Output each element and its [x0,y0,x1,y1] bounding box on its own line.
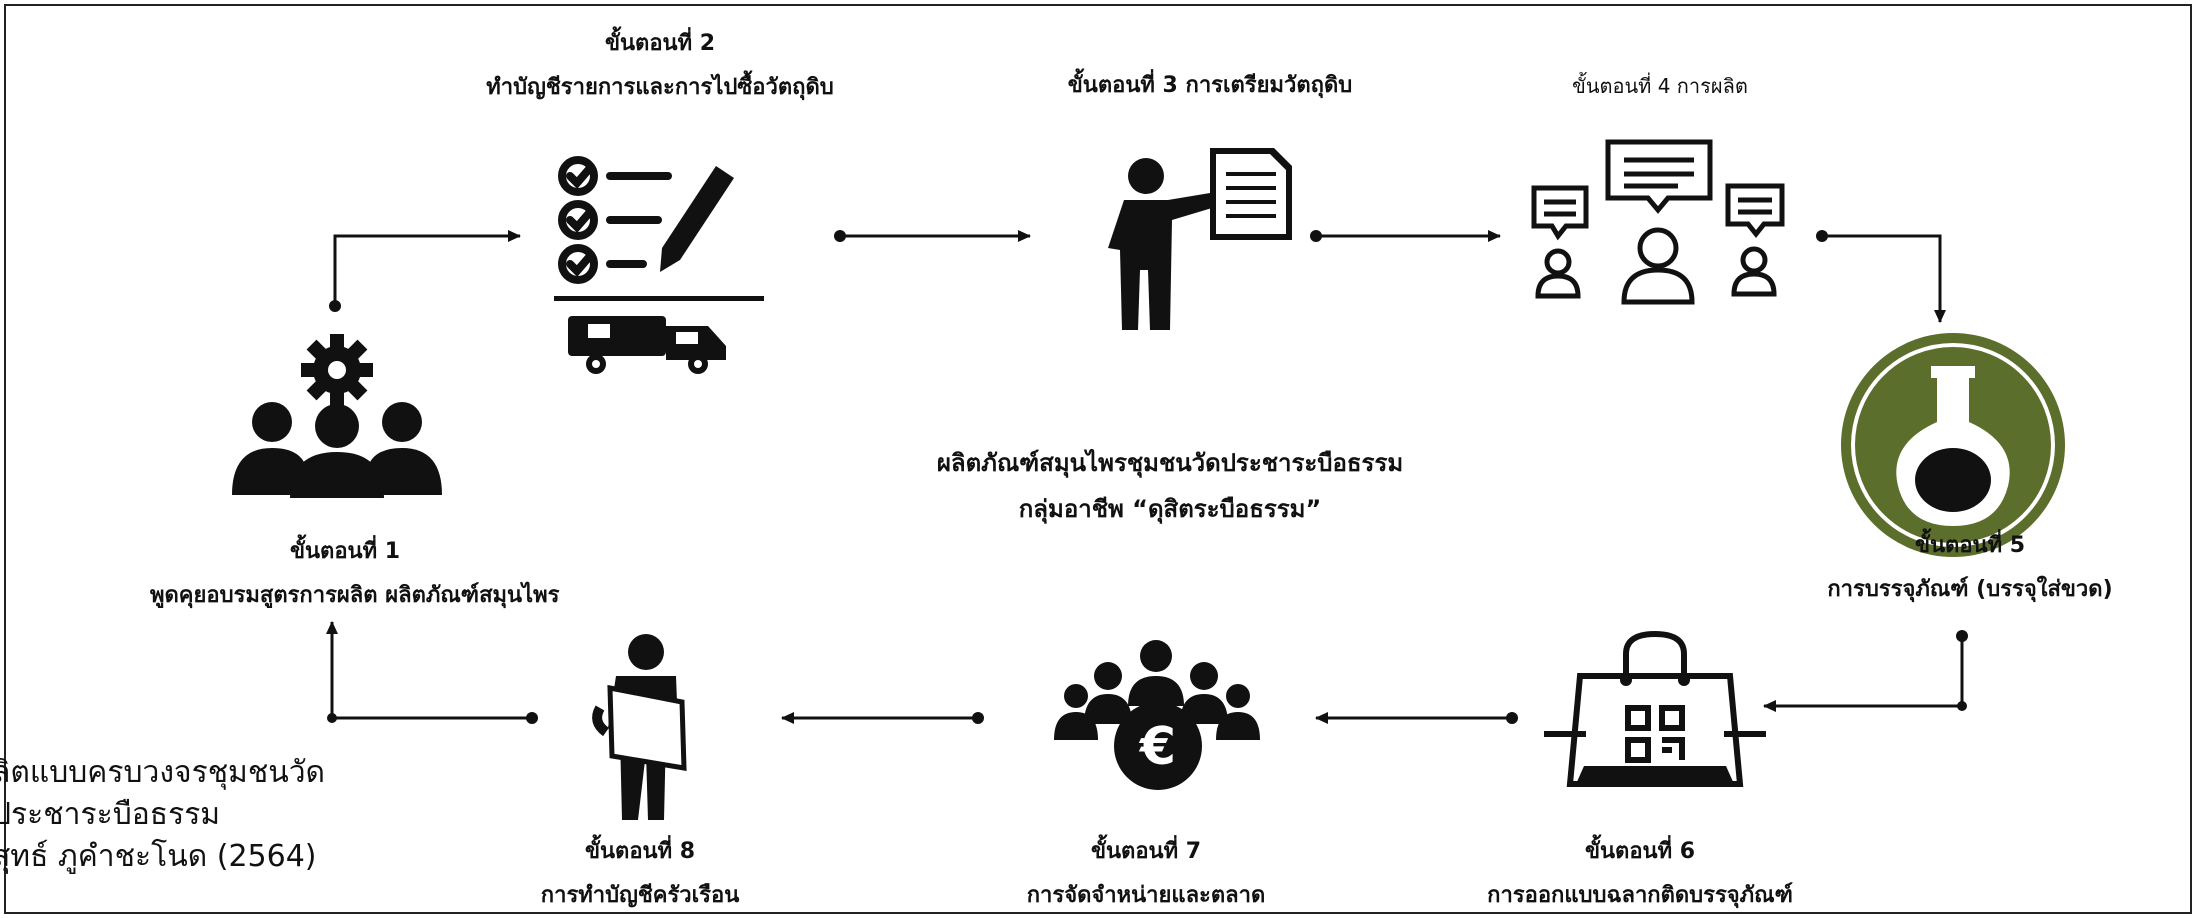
svg-text:€: € [1139,717,1176,777]
arrow-5-to-6 [1763,636,1964,712]
caption-line1: ลิตแบบครบวงจรชุมชนวัด [0,755,326,790]
step-5-label: ขั้นตอนที่ 5 การบรรจุภัณฑ์ (บรรจุใส่ขวด) [1760,524,2180,612]
people-euro-icon: € [1054,640,1260,790]
step-8-label: ขั้นตอนที่ 8 การทำบัญชีครัวเรือน [490,830,790,918]
step-1-desc: พูดคุยอบรมสูตรการผลิต ผลิตภัณฑ์สมุนไพร [150,583,560,608]
team-gear-icon [232,334,442,498]
step-1-heading: ขั้นตอนที่ 1 [289,539,401,564]
step-5-desc: การบรรจุภัณฑ์ (บรรจุใส่ขวด) [1827,577,2113,602]
step-8-heading: ขั้นตอนที่ 8 [584,839,696,864]
shopping-bag-qr-icon [1544,630,1766,787]
center-title-line1: ผลิตภัณฑ์สมุนไพรชุมชนวัดประชาระบือธรรม [936,449,1404,477]
step-2-heading: ขั้นตอนที่ 2 [604,31,716,56]
step-4-heading: ขั้นตอนที่ 4 การผลิต [1572,74,1748,98]
caption-line3: สุทธ์ ภูคำชะโนด (2564) [0,839,317,874]
step-6-heading: ขั้นตอนที่ 6 [1584,839,1696,864]
step-7-desc: การจัดจำหน่ายและตลาด [1026,883,1266,908]
people-discussion-icon [1531,139,1785,305]
arrow-8-to-1 [326,621,532,720]
arrow-4-to-5 [1822,234,1946,323]
step-1-label: ขั้นตอนที่ 1 พูดคุยอบรมสูตรการผลิต ผลิตภ… [150,530,560,618]
diagram-frame [4,4,2192,914]
arrow-1-to-2 [333,230,521,306]
step-2-desc: ทำบัญชีรายการและการไปซื้อวัตถุดิบ [486,75,834,100]
checklist-truck-icon [554,156,764,374]
figure-caption: ลิตแบบครบวงจรชุมชนวัด ประชาระบือธรรม สุท… [0,752,412,878]
step-5-heading: ขั้นตอนที่ 5 [1914,533,2026,558]
step-6-desc: การออกแบบฉลากติดบรรจุภัณฑ์ [1487,883,1793,908]
diagram-center-title: ผลิตภัณฑ์สมุนไพรชุมชนวัดประชาระบือธรรม ก… [860,440,1480,532]
step-8-desc: การทำบัญชีครัวเรือน [540,883,740,908]
step-3-heading: ขั้นตอนที่ 3 การเตรียมวัตถุดิบ [1067,73,1353,98]
step-3-label: ขั้นตอนที่ 3 การเตรียมวัตถุดิบ [1000,64,1420,108]
flask-badge-icon [1841,333,2065,557]
step-6-label: ขั้นตอนที่ 6 การออกแบบฉลากติดบรรจุภัณฑ์ [1440,830,1840,918]
person-document-icon [592,634,687,820]
presenter-board-icon [1108,148,1292,330]
step-7-label: ขั้นตอนที่ 7 การจัดจำหน่ายและตลาด [976,830,1316,918]
step-4-label: ขั้นตอนที่ 4 การผลิต [1500,64,1820,108]
step-2-label: ขั้นตอนที่ 2 ทำบัญชีรายการและการไปซื้อวั… [410,22,910,110]
caption-line2: ประชาระบือธรรม [0,797,221,832]
center-title-line2: กลุ่มอาชีพ “ดุสิตระบือธรรม” [1018,495,1322,523]
step-7-heading: ขั้นตอนที่ 7 [1090,839,1202,864]
